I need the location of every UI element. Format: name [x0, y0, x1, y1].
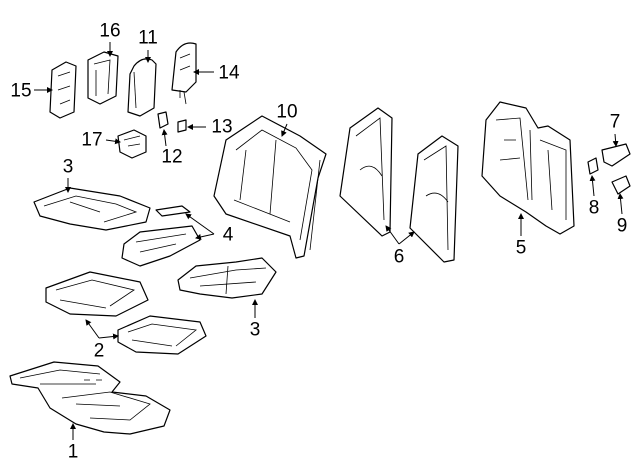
part-9-bracket — [611, 175, 631, 195]
part-11-cover — [127, 58, 157, 117]
part-12-clip — [157, 111, 169, 129]
callout-13: 13 — [211, 116, 233, 138]
callout-6: 6 — [393, 246, 405, 268]
callout-3-upper: 3 — [62, 156, 74, 178]
callout-5: 5 — [515, 237, 527, 259]
part-3-cushion-lower — [177, 257, 277, 299]
callout-11: 11 — [138, 27, 158, 49]
part-10-seatback-frame — [213, 115, 327, 259]
part-4-pad-small — [155, 205, 191, 217]
callout-9: 9 — [616, 215, 628, 237]
part-15-trim-panel — [49, 61, 77, 119]
part-2-cushion-left — [45, 271, 149, 317]
part-6-seatback-cushion-right — [409, 135, 459, 263]
part-14-armrest — [171, 42, 197, 105]
part-5-seatback-frame — [481, 101, 575, 235]
callout-16: 16 — [99, 20, 121, 42]
part-6-seatback-cushion-left — [339, 107, 393, 237]
part-7-latch-cover — [601, 143, 631, 167]
callout-7: 7 — [609, 111, 621, 133]
callout-12: 12 — [161, 146, 183, 168]
part-3-cushion-upper — [33, 187, 151, 231]
part-8-bolt — [587, 157, 599, 175]
callout-3-lower: 3 — [249, 319, 261, 341]
callout-10: 10 — [276, 101, 298, 123]
part-1-seat-frame — [9, 361, 171, 435]
part-2-cushion-right — [117, 315, 207, 355]
part-17-bracket — [117, 129, 147, 159]
callout-2: 2 — [93, 340, 105, 362]
leader-lines — [34, 42, 624, 440]
callout-15: 15 — [10, 80, 32, 102]
part-4-pad — [121, 225, 201, 267]
callout-4: 4 — [222, 224, 234, 246]
callout-17: 17 — [81, 129, 103, 151]
callout-14: 14 — [218, 62, 240, 84]
part-13-clip — [177, 119, 187, 133]
part-16-bracket — [87, 51, 119, 105]
callout-1: 1 — [67, 441, 79, 463]
callout-8: 8 — [588, 197, 600, 219]
